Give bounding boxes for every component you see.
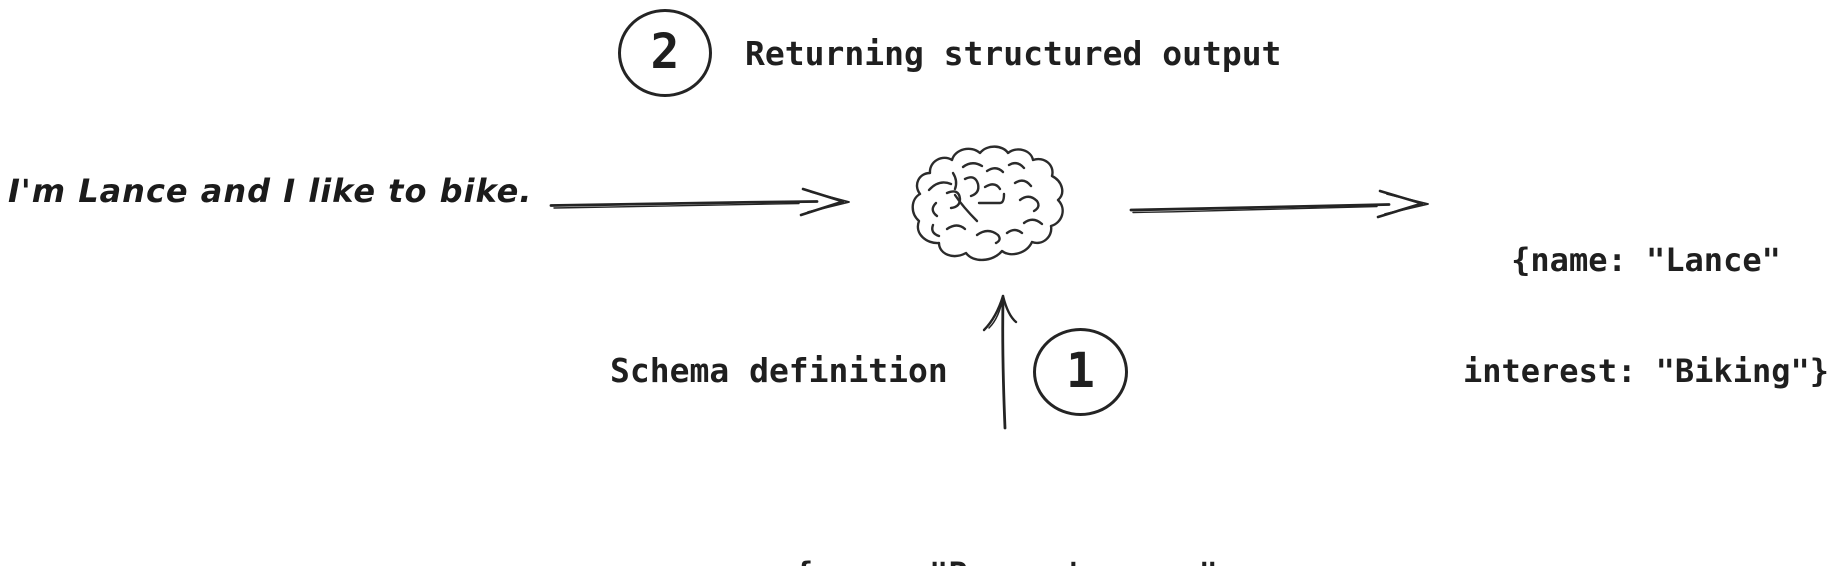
output-json-line-1: {name: "Lance" bbox=[1511, 241, 1781, 279]
input-arrow bbox=[549, 187, 850, 217]
schema-arrow bbox=[982, 294, 1018, 430]
step-1-number: 1 bbox=[1066, 343, 1095, 399]
schema-json-line-1: {name: "Person's name" bbox=[706, 556, 1306, 566]
schema-json: {name: "Person's name" interest: "Person… bbox=[706, 482, 1306, 566]
step-2-badge: 2 bbox=[618, 9, 712, 97]
output-json-line-2: interest: "Biking"} bbox=[1462, 352, 1830, 390]
output-json: {name: "Lance" interest: "Biking"} bbox=[1450, 168, 1838, 464]
step-2-number: 2 bbox=[650, 24, 680, 80]
step-2-label: Returning structured output bbox=[745, 33, 1282, 73]
step-1-label: Schema definition bbox=[610, 350, 948, 390]
input-sentence: I'm Lance and I like to bike. bbox=[8, 172, 533, 210]
brain-icon bbox=[911, 145, 1064, 262]
output-arrow bbox=[1129, 189, 1429, 219]
step-1-badge: 1 bbox=[1033, 328, 1128, 416]
